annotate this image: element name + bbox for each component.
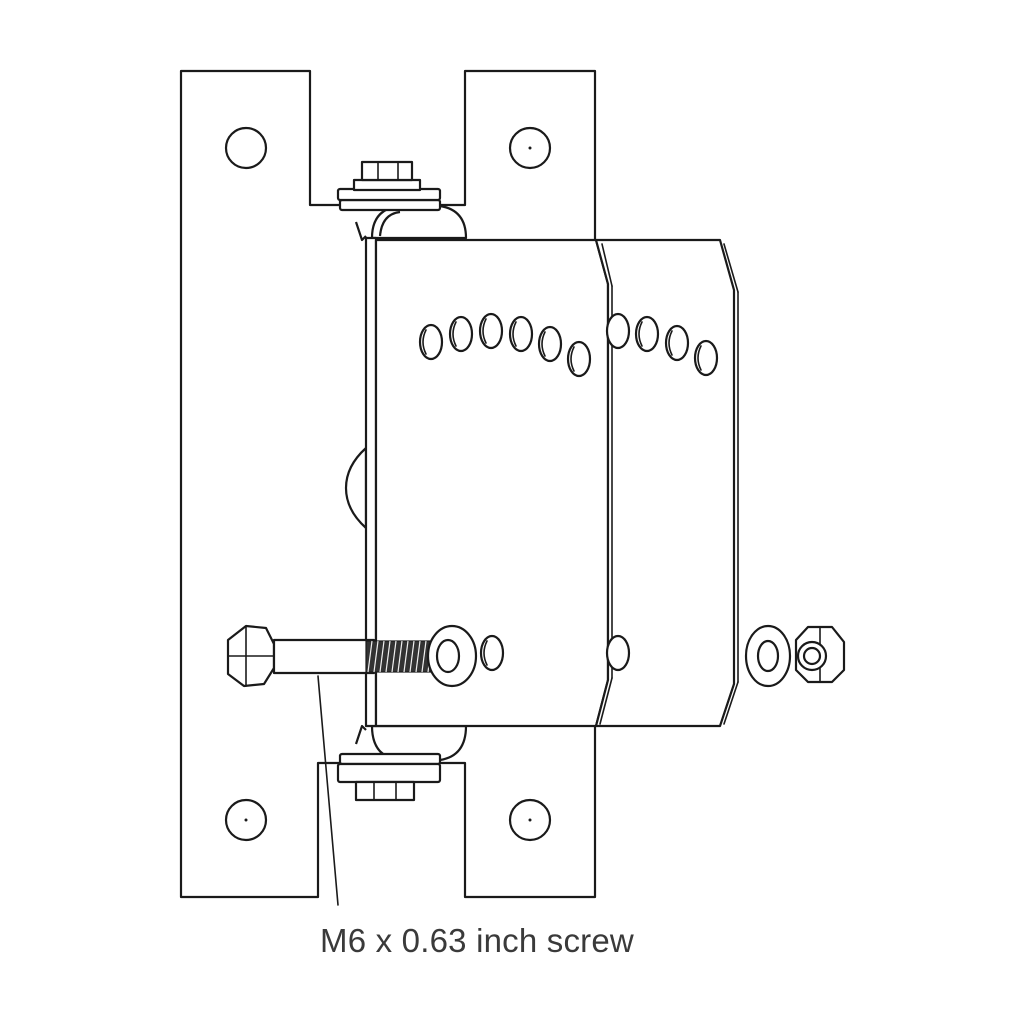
washer-on-bolt: [426, 624, 478, 688]
bottom-hinge-hardware: [336, 724, 468, 802]
top-hinge-hardware: [336, 160, 468, 242]
mounting-bracket: [364, 236, 739, 728]
screw-callout-label: M6 x 0.63 inch screw: [320, 922, 634, 959]
hex-bolt: [226, 624, 478, 906]
washer: [744, 624, 792, 688]
hex-nut: [794, 625, 846, 684]
adjustment-holes-left: [418, 312, 592, 378]
adjustment-holes-right: [605, 312, 719, 377]
mount-hole-top-left: [224, 126, 268, 170]
